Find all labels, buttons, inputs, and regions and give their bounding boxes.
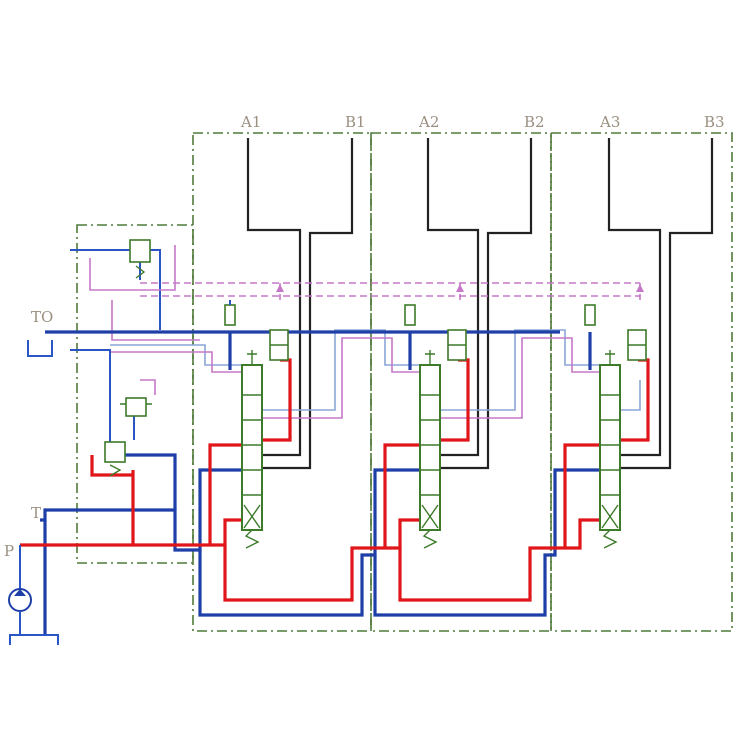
work-line-a3: [607, 138, 662, 457]
section-3-valves: [584, 304, 647, 549]
check-valve-3: [584, 304, 596, 326]
section-frames: [76, 132, 733, 632]
port-label-a3: A3: [599, 113, 620, 131]
port-label-p: P: [4, 542, 14, 560]
pilot-arrows: [276, 284, 644, 292]
port-label-b2: B2: [524, 113, 545, 131]
work-line-b1: [262, 138, 354, 470]
inlet-section-frame: [76, 224, 194, 564]
check-valve-1: [224, 304, 236, 326]
port-label-b1: B1: [345, 113, 366, 131]
pump-symbol: [8, 545, 59, 645]
port-label-t: T: [31, 504, 41, 522]
port-label-a1: A1: [240, 113, 261, 131]
tank-return-to: [27, 330, 592, 370]
section-1-valves: [224, 300, 289, 549]
pilot-dashed-lines: [140, 282, 641, 300]
relief-valve-top: [129, 239, 151, 263]
inlet-valves: [104, 239, 152, 477]
work-line-b3: [620, 138, 714, 470]
port-labels: A1 B1 A2 B2 A3 B3 TO T P: [4, 113, 725, 560]
tank-symbol-to: [27, 340, 53, 357]
work-line-a1: [246, 138, 302, 457]
tank-line-t: [40, 453, 600, 635]
signal-lines: [110, 329, 641, 419]
work-port-lines: [246, 138, 714, 470]
pressure-line-p: [20, 358, 650, 602]
section-2-valves: [404, 304, 467, 549]
port-label-a2: A2: [418, 113, 439, 131]
section-frame-3: [550, 132, 733, 632]
port-label-to: TO: [31, 308, 53, 326]
work-line-a2: [426, 138, 480, 457]
work-line-b2: [440, 138, 533, 470]
port-label-b3: B3: [704, 113, 725, 131]
compensator-valve: [125, 397, 147, 417]
section-frame-2: [370, 132, 552, 632]
check-valve-2: [404, 304, 416, 326]
section-frame-1: [192, 132, 372, 632]
relief-valve-bottom: [104, 441, 126, 463]
